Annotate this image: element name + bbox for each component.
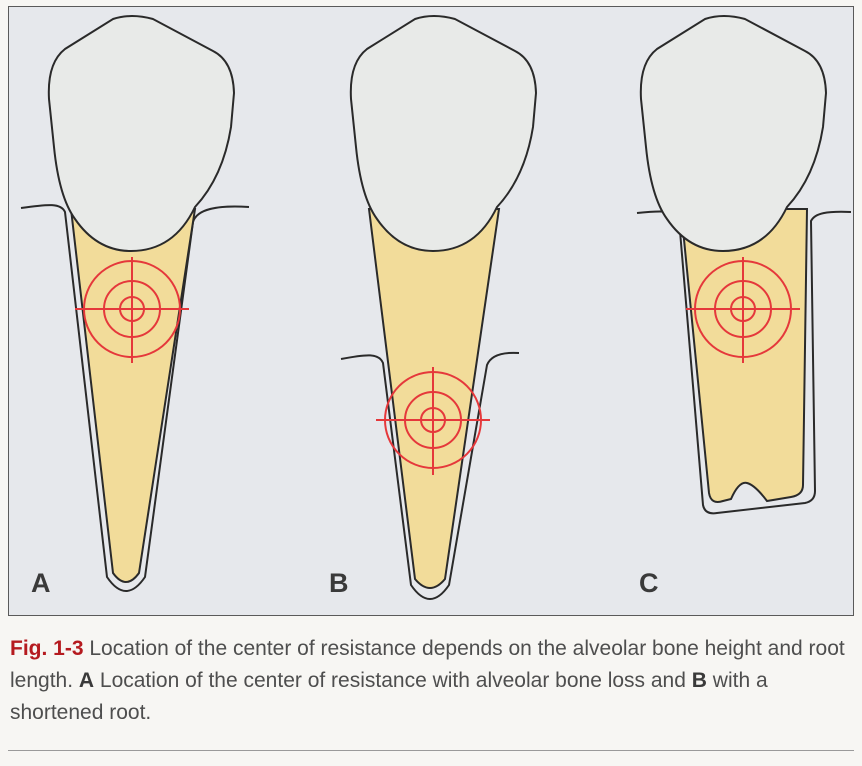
- caption-text-1: Location of the center of resistance dep…: [10, 637, 845, 692]
- panel-label-a: A: [31, 568, 51, 598]
- figure-number: Fig. 1-3: [10, 637, 84, 660]
- bone-outline-b: [340, 351, 520, 600]
- root-a: [69, 208, 197, 583]
- panel-label-b: B: [329, 568, 349, 598]
- figure-caption: Fig. 1-3 Location of the center of resis…: [10, 633, 852, 729]
- center-of-resistance-a: [75, 257, 189, 363]
- crown-a: [47, 15, 236, 253]
- figure-panel: A B C: [8, 6, 854, 616]
- center-of-resistance-c: [686, 257, 800, 363]
- bottom-rule: [8, 750, 854, 751]
- tooth-b: [340, 15, 538, 600]
- caption-label-a: A: [78, 669, 95, 692]
- caption-text-3: with a shortened root.: [10, 669, 768, 724]
- crown-c: [639, 15, 828, 253]
- tooth-a: [20, 15, 250, 592]
- tooth-c: [636, 15, 852, 515]
- caption-label-b: B: [691, 669, 707, 692]
- caption-text-2: Location of the center of resistance wit…: [94, 669, 692, 692]
- crown-b: [349, 15, 538, 253]
- bone-outline-a: [20, 204, 250, 592]
- panel-label-c: C: [639, 568, 659, 598]
- tooth-diagram: [20, 15, 852, 600]
- center-of-resistance-b: [376, 367, 490, 475]
